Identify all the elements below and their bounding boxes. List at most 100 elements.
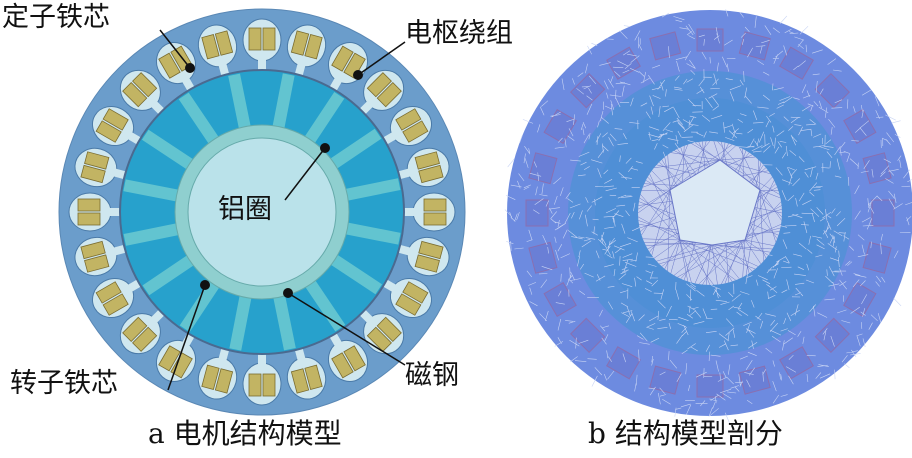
magnet-bar bbox=[228, 73, 252, 131]
mesh-coil bbox=[543, 282, 577, 317]
coil-side bbox=[158, 345, 181, 372]
mesh-slot bbox=[696, 28, 724, 52]
mesh-slot bbox=[525, 199, 549, 227]
magnet-steel bbox=[328, 253, 383, 295]
mesh-center-element bbox=[669, 159, 761, 246]
mesh-slot bbox=[649, 31, 682, 61]
label-aluminum-ring: 铝圈 bbox=[218, 194, 272, 225]
stator-slot bbox=[92, 105, 142, 147]
slot-neck bbox=[258, 354, 266, 367]
magnet-bar bbox=[272, 293, 296, 351]
slot-neck bbox=[329, 75, 343, 92]
leader-line bbox=[284, 147, 326, 201]
magnet-steel bbox=[303, 91, 345, 146]
mesh-slot bbox=[871, 199, 895, 227]
mesh-coil bbox=[649, 31, 682, 61]
label-magnet-steel: 磁钢 bbox=[405, 360, 459, 391]
magnet-steel bbox=[229, 293, 252, 351]
slot-neck bbox=[382, 279, 399, 293]
slot-neck bbox=[218, 61, 230, 76]
coil-side bbox=[414, 254, 440, 273]
leader-dot bbox=[185, 63, 195, 73]
magnet-steel bbox=[123, 222, 181, 246]
magnet-bar bbox=[328, 253, 383, 295]
slot-neck bbox=[181, 75, 195, 92]
coil-side bbox=[418, 164, 444, 184]
coil-side bbox=[331, 45, 354, 72]
slot-neck bbox=[398, 168, 413, 180]
magnet-steel bbox=[142, 253, 196, 296]
magnet-bar bbox=[142, 253, 196, 296]
coil-side bbox=[102, 108, 129, 131]
magnet-steel bbox=[123, 179, 181, 202]
stator-slot bbox=[359, 69, 405, 115]
stator-slot bbox=[68, 192, 120, 232]
mesh-slot bbox=[569, 72, 606, 109]
stator-slot bbox=[286, 348, 327, 400]
coil-side bbox=[102, 293, 129, 316]
magnet-bar bbox=[343, 222, 401, 245]
coil-side bbox=[214, 30, 234, 56]
mesh-slot bbox=[528, 241, 558, 274]
stator-slot bbox=[155, 42, 197, 92]
stator-slot bbox=[242, 354, 282, 406]
magnet-steel bbox=[343, 178, 401, 202]
coil-side bbox=[343, 345, 366, 372]
magnet-steel bbox=[141, 129, 196, 171]
mesh-slot bbox=[696, 374, 724, 398]
stator-slot bbox=[74, 236, 126, 277]
coil-side bbox=[201, 34, 220, 60]
coil-side bbox=[376, 82, 402, 108]
leader-line bbox=[357, 41, 406, 76]
magnet-steel bbox=[178, 92, 221, 146]
magnet-steel bbox=[272, 73, 295, 131]
coil-side bbox=[95, 281, 122, 304]
coil-side bbox=[77, 212, 101, 226]
magnet-bar bbox=[178, 92, 221, 146]
coil-side bbox=[290, 368, 310, 394]
mesh-slot bbox=[606, 346, 641, 380]
slot-neck bbox=[294, 61, 306, 76]
slot-neck bbox=[149, 99, 165, 115]
caption-b: b 结构模型剖分 bbox=[588, 417, 783, 450]
magnet-bar bbox=[272, 73, 295, 131]
leader-line bbox=[167, 284, 206, 391]
stator-slot bbox=[155, 332, 197, 382]
stator-slot bbox=[197, 348, 238, 400]
mesh-lines bbox=[504, 9, 912, 424]
label-stator-core: 定子铁芯 bbox=[2, 2, 110, 33]
coil-side bbox=[423, 198, 447, 212]
magnet-bar bbox=[123, 179, 181, 202]
slot-neck bbox=[107, 208, 120, 216]
mesh-coil bbox=[696, 28, 724, 52]
leader-dot bbox=[283, 288, 293, 298]
mesh-slot bbox=[843, 282, 877, 317]
caption-a: a 电机结构模型 bbox=[148, 417, 342, 450]
mesh-coil bbox=[779, 346, 814, 380]
mesh-model bbox=[504, 9, 912, 424]
coil-side bbox=[170, 352, 193, 379]
coil-side bbox=[304, 364, 323, 390]
stator-slot bbox=[398, 236, 450, 277]
magnet-bar bbox=[179, 278, 221, 333]
coil-side bbox=[80, 240, 106, 260]
coil-side bbox=[158, 52, 181, 79]
magnet-steel bbox=[328, 128, 382, 171]
coil-side bbox=[84, 254, 110, 273]
slot-neck bbox=[382, 131, 399, 145]
stator-slot bbox=[404, 192, 456, 232]
coil-side bbox=[366, 72, 392, 98]
stator-slot bbox=[382, 105, 432, 147]
mesh-coil bbox=[871, 199, 895, 227]
coil-side bbox=[343, 52, 366, 79]
mesh-coil bbox=[862, 152, 892, 185]
magnet-steel bbox=[228, 73, 252, 131]
coil-side bbox=[95, 120, 122, 143]
mesh-coil bbox=[528, 241, 558, 274]
stator-slot bbox=[197, 24, 238, 76]
mesh-slot bbox=[779, 46, 814, 80]
label-rotor-core: 转子铁芯 bbox=[10, 368, 118, 399]
slot-neck bbox=[359, 309, 375, 325]
